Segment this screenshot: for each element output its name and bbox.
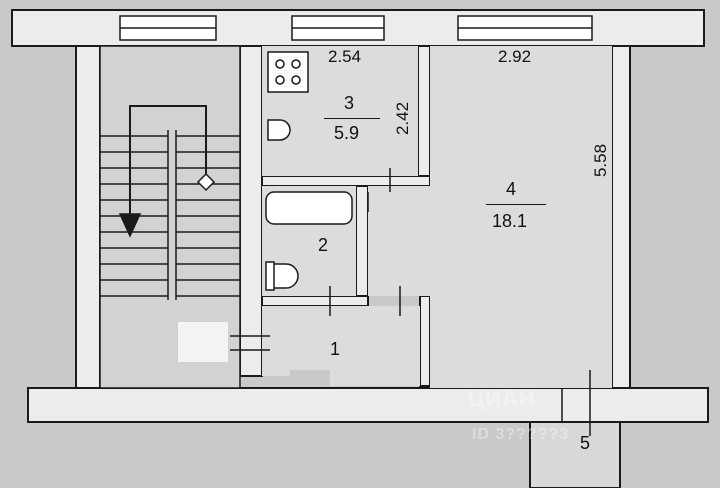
dimension-kitchen-width: 2.54 bbox=[328, 47, 362, 66]
sink-icon bbox=[267, 119, 291, 141]
stair-steps bbox=[100, 135, 240, 297]
fixtures bbox=[265, 51, 353, 291]
watermark-id: ID 3?????3 bbox=[472, 426, 570, 443]
balcony bbox=[529, 421, 621, 488]
toilet-icon bbox=[271, 263, 299, 289]
windows bbox=[119, 15, 593, 41]
watermark-brand: ЦИАН bbox=[468, 386, 536, 411]
room-3-area: 5.9 bbox=[334, 123, 360, 143]
room-4-area: 18.1 bbox=[492, 211, 528, 231]
kitchen-bottom-wall bbox=[261, 175, 431, 187]
divider-wall bbox=[239, 45, 263, 377]
bath-right-wall bbox=[355, 185, 369, 303]
room-5-label: 5 bbox=[580, 433, 591, 453]
room-3-divider bbox=[324, 118, 380, 119]
hall-divider-wall bbox=[419, 295, 431, 387]
redaction-patch bbox=[178, 322, 228, 362]
room-4-label: 4 bbox=[506, 179, 517, 199]
room-3-label: 3 bbox=[344, 93, 355, 113]
stair-arrow-icon bbox=[118, 213, 142, 238]
bottom-wall bbox=[27, 387, 709, 423]
dimension-room-width: 2.92 bbox=[498, 47, 532, 66]
dimension-kitchen-depth: 2.42 bbox=[393, 101, 413, 136]
room-2-label: 2 bbox=[318, 235, 329, 255]
room-1-label: 1 bbox=[330, 339, 341, 359]
kitchen-right-wall bbox=[417, 45, 431, 183]
bath-bottom-wall bbox=[261, 295, 369, 307]
stove-icon bbox=[267, 51, 309, 93]
room-4-divider bbox=[486, 204, 546, 205]
stair-start-icon bbox=[196, 172, 216, 192]
right-wall bbox=[611, 45, 631, 389]
left-wall bbox=[75, 45, 101, 389]
bathtub-icon bbox=[265, 191, 353, 225]
dimension-room-depth: 5.58 bbox=[591, 143, 611, 178]
door-marks bbox=[230, 168, 591, 436]
